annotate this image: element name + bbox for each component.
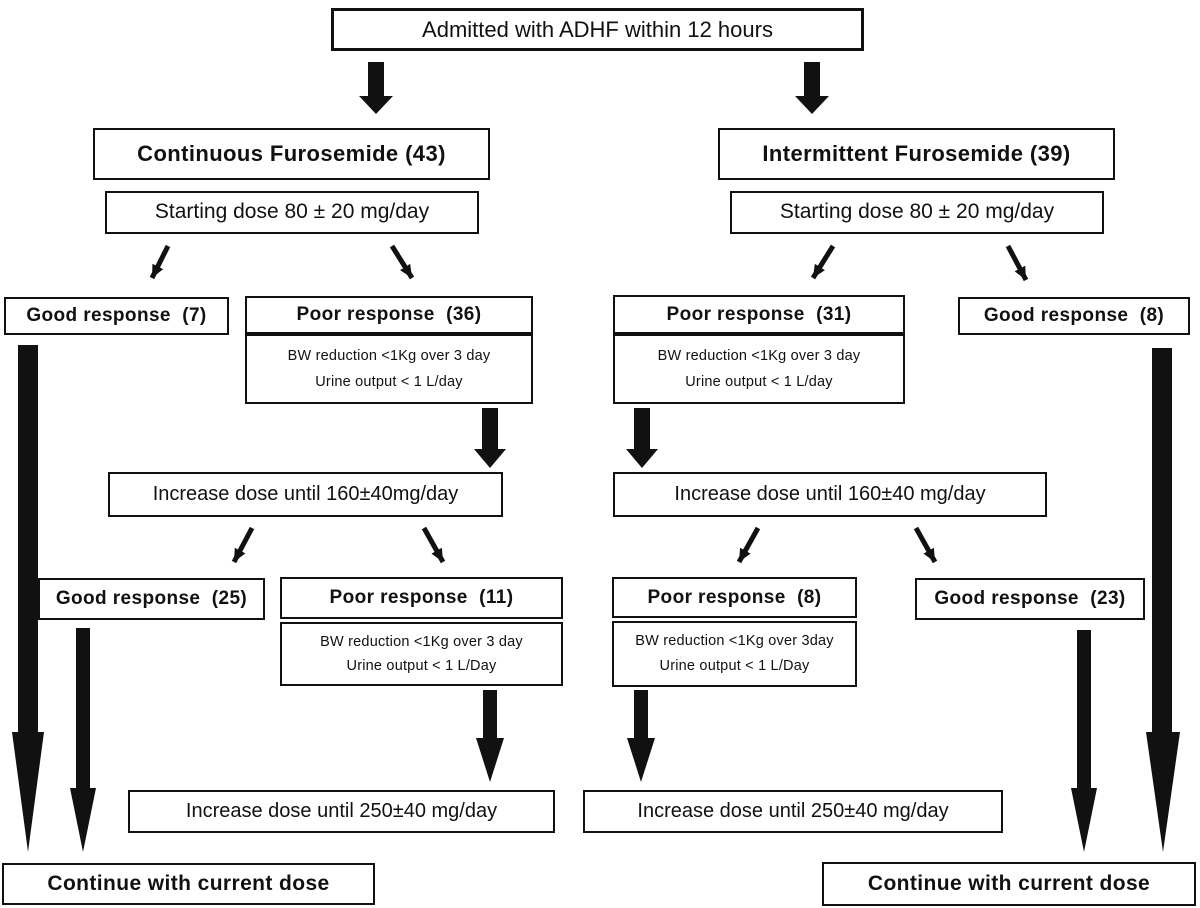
arrow-poor11-to-increase250 (476, 690, 504, 782)
arrow-poor8-to-increase250 (627, 690, 655, 782)
node-good-response-23: Good response (23) (915, 578, 1145, 620)
node-increase-250-left: Increase dose until 250±40 mg/day (128, 790, 555, 833)
arrow-admitted-to-intermittent (795, 62, 829, 114)
arrow-good25-to-continue (70, 628, 96, 852)
node-increase-250-right: Increase dose until 250±40 mg/day (583, 790, 1003, 833)
node-poor-response-8-criteria: BW reduction <1Kg over 3day Urine output… (612, 621, 857, 687)
node-poor-response-11: Poor response (11) (280, 577, 563, 619)
criteria-line: Urine output < 1 L/day (685, 373, 833, 390)
arrow-160-to-good23 (913, 526, 938, 564)
node-increase-160-right: Increase dose until 160±40 mg/day (613, 472, 1047, 517)
arrow-start-to-poor36 (389, 244, 415, 280)
arrow-start-to-good7 (149, 244, 171, 280)
arrow-160-to-poor8 (736, 526, 761, 564)
criteria-line: BW reduction <1Kg over 3 day (657, 347, 861, 364)
criteria-line: BW reduction <1Kg over 3 day (320, 633, 523, 650)
node-poor-response-31: Poor response (31) (613, 295, 905, 334)
node-admitted: Admitted with ADHF within 12 hours (331, 8, 864, 51)
arrow-160-to-poor11 (421, 526, 446, 564)
node-poor-response-8: Poor response (8) (612, 577, 857, 618)
node-intermittent-furosemide: Intermittent Furosemide (39) (718, 128, 1115, 180)
node-continue-current-dose-left: Continue with current dose (2, 863, 375, 905)
criteria-line: BW reduction <1Kg over 3day (635, 633, 834, 650)
node-increase-160-left: Increase dose until 160±40mg/day (108, 472, 503, 517)
arrow-good8-to-continue (1146, 348, 1180, 852)
node-good-response-8: Good response (8) (958, 297, 1190, 335)
criteria-line: BW reduction <1Kg over 3 day (287, 347, 491, 364)
node-poor-response-36: Poor response (36) (245, 296, 533, 334)
arrow-good23-to-continue (1071, 630, 1097, 852)
node-good-response-7: Good response (7) (4, 297, 229, 335)
node-poor-response-11-criteria: BW reduction <1Kg over 3 day Urine outpu… (280, 622, 563, 686)
node-poor-response-31-criteria: BW reduction <1Kg over 3 day Urine outpu… (613, 334, 905, 404)
arrow-admitted-to-continuous (359, 62, 393, 114)
criteria-line: Urine output < 1 L/Day (346, 657, 497, 674)
node-continue-current-dose-right: Continue with current dose (822, 862, 1196, 906)
arrow-start-to-good8 (1005, 244, 1029, 282)
node-starting-dose-right: Starting dose 80 ± 20 mg/day (730, 191, 1104, 234)
node-poor-response-36-criteria: BW reduction <1Kg over 3 day Urine outpu… (245, 334, 533, 404)
node-starting-dose-left: Starting dose 80 ± 20 mg/day (105, 191, 479, 234)
node-continuous-furosemide: Continuous Furosemide (43) (93, 128, 490, 180)
arrow-poor36-to-increase160 (474, 408, 506, 468)
arrow-start-to-poor31 (810, 244, 836, 280)
node-good-response-25: Good response (25) (38, 578, 265, 620)
criteria-line: Urine output < 1 L/day (315, 373, 463, 390)
arrow-160-to-good25 (231, 526, 255, 564)
criteria-line: Urine output < 1 L/Day (659, 658, 810, 675)
arrow-poor31-to-increase160 (626, 408, 658, 468)
